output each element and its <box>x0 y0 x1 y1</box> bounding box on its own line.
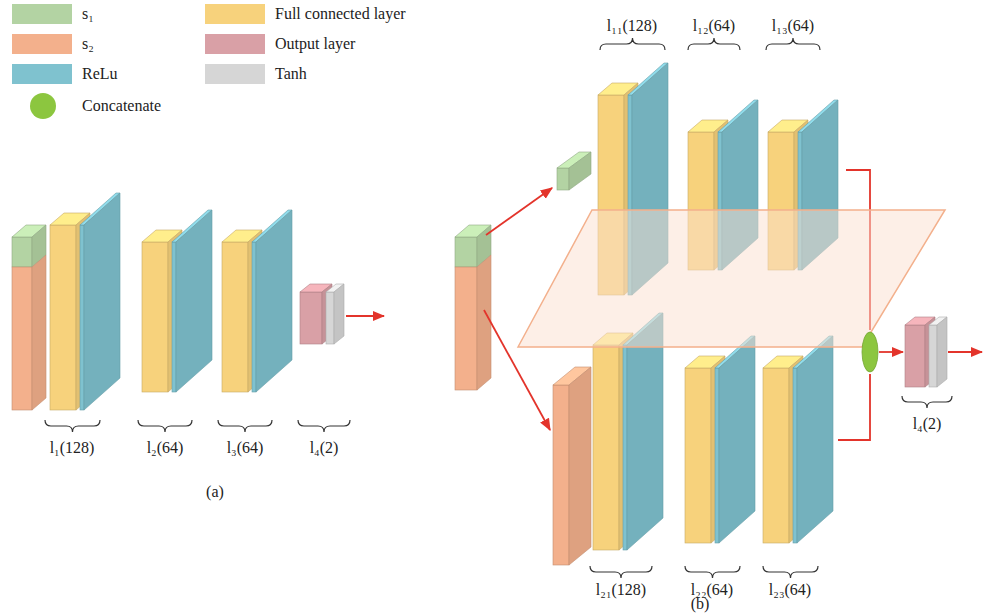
layer-label: l₂₃(64) <box>769 582 811 598</box>
layer-label: l₁(128) <box>50 440 95 456</box>
brace <box>685 566 740 578</box>
subfigure-label: (b) <box>691 596 710 612</box>
front-face <box>685 368 711 543</box>
input-s2 <box>455 255 491 390</box>
front-face <box>142 242 168 392</box>
brace <box>766 38 820 50</box>
relu-layer <box>252 210 292 392</box>
front-face <box>172 242 176 392</box>
brace <box>45 420 100 432</box>
side-face <box>334 284 344 344</box>
front-face <box>623 345 627 550</box>
side-face <box>477 255 491 390</box>
layer-label: l₁₂(64) <box>693 18 735 34</box>
branch-input-s2 <box>553 367 591 565</box>
brace <box>218 420 272 432</box>
side-face <box>84 193 120 410</box>
layer-label: l₁₁(128) <box>607 18 657 34</box>
legend-swatch <box>205 64 265 84</box>
brace <box>298 420 350 432</box>
front-face <box>300 292 322 344</box>
front-face <box>326 292 334 344</box>
legend-text: Output layer <box>275 36 355 52</box>
side-face <box>256 210 292 392</box>
layer-label: l₃(64) <box>227 440 264 456</box>
front-face <box>455 267 477 390</box>
legend-swatch <box>12 64 72 84</box>
separation-plane <box>518 210 945 347</box>
front-face <box>252 242 256 392</box>
data-flow-arrow <box>879 351 903 353</box>
legend-swatch <box>12 4 72 24</box>
input-s2 <box>12 255 46 410</box>
front-face <box>12 267 32 410</box>
front-face <box>905 325 925 387</box>
legend-text: s₂ <box>82 36 94 52</box>
front-face <box>455 237 477 267</box>
branch-input-s1 <box>557 152 591 190</box>
brace <box>138 420 192 432</box>
tanh-layer <box>326 284 344 344</box>
layer-label: l₄(2) <box>913 416 942 432</box>
front-face <box>763 368 789 543</box>
legend-swatch <box>205 34 265 54</box>
side-face <box>32 255 46 410</box>
layer-label: l₁₃(64) <box>772 18 814 34</box>
legend-swatch <box>12 34 72 54</box>
brace <box>600 38 665 50</box>
front-face <box>793 368 797 543</box>
legend-text: Full connected layer <box>275 6 406 22</box>
front-face <box>929 325 937 387</box>
brace <box>590 566 652 578</box>
legend-swatch <box>205 4 265 24</box>
legend-text: ReLu <box>82 66 118 82</box>
brace <box>763 566 818 578</box>
brace <box>688 38 740 50</box>
side-face <box>176 210 212 392</box>
relu-layer <box>715 336 755 543</box>
data-flow-arrow <box>486 188 552 235</box>
front-face <box>553 385 569 565</box>
side-face <box>937 317 947 387</box>
side-face <box>569 152 591 190</box>
relu-layer <box>623 313 663 550</box>
front-face <box>715 368 719 543</box>
relu-layer <box>172 210 212 392</box>
concatenate-symbol <box>862 332 878 372</box>
front-face <box>593 345 619 550</box>
legend-text: s₁ <box>82 6 94 22</box>
front-face <box>557 168 569 190</box>
front-face <box>80 225 84 410</box>
front-face <box>12 237 32 267</box>
side-face <box>627 313 663 550</box>
legend-text: Concatenate <box>82 98 161 114</box>
data-flow-arrow <box>948 351 982 353</box>
layer-label: l₂(64) <box>147 440 184 456</box>
legend-text: Tanh <box>275 66 307 82</box>
layer-label: l₂₁(128) <box>596 582 646 598</box>
tanh-layer <box>929 317 947 387</box>
front-face <box>50 225 76 410</box>
data-flow-arrow <box>346 315 384 317</box>
legend-circle <box>30 93 56 119</box>
front-face <box>222 242 248 392</box>
layer-label: l₄(2) <box>310 440 339 456</box>
subfigure-label: (a) <box>206 484 224 500</box>
data-flow-arrow <box>838 374 870 440</box>
side-face <box>719 336 755 543</box>
brace <box>902 396 952 408</box>
side-face <box>569 367 591 565</box>
relu-layer <box>793 336 833 543</box>
relu-layer <box>80 193 120 410</box>
side-face <box>797 336 833 543</box>
